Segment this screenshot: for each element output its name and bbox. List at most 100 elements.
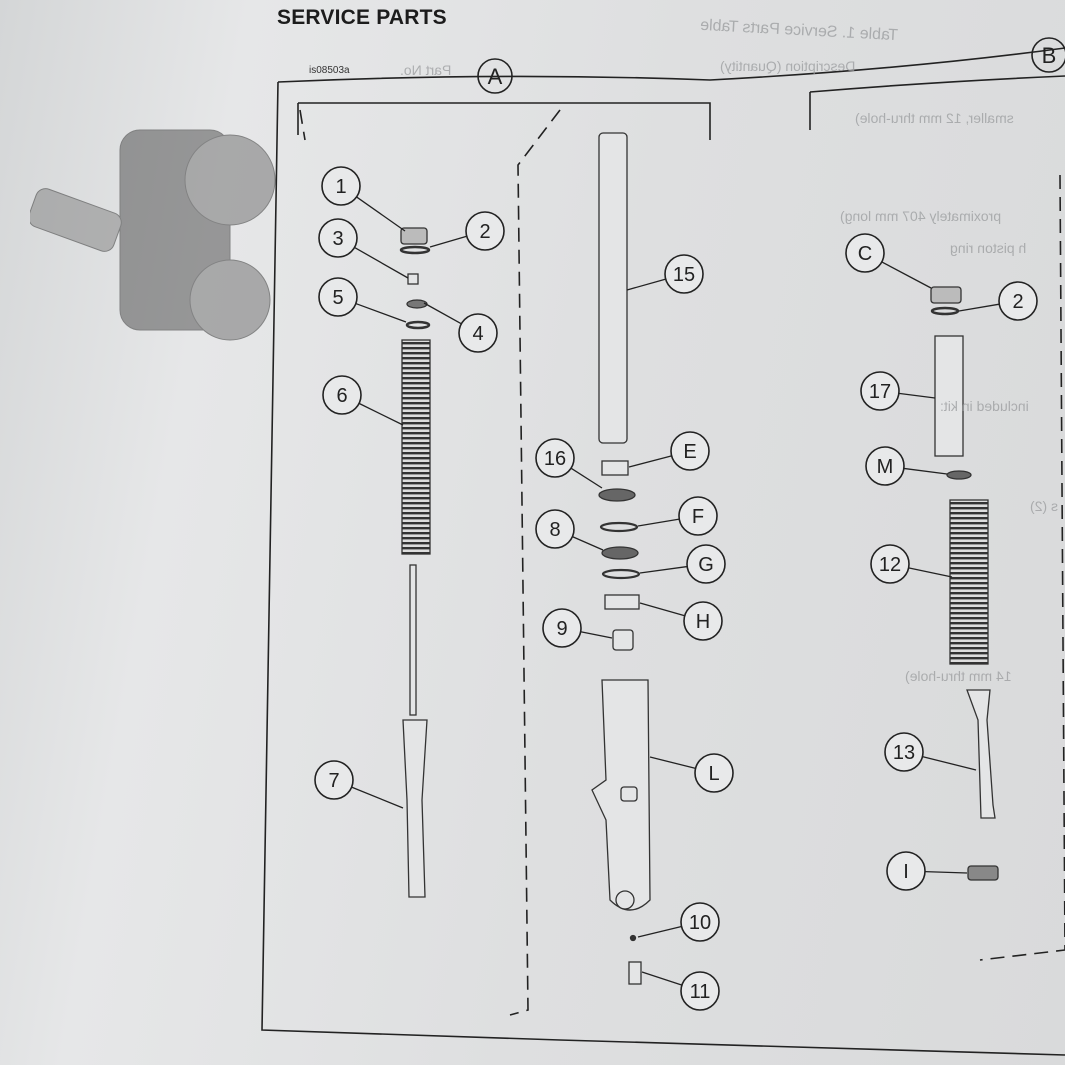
view-b-marker [1031,37,1065,73]
leader-line [626,278,666,291]
leader-line [354,246,409,279]
callout-label: 7 [328,770,339,792]
callout-11: 11 [680,971,720,1011]
leader-line [922,755,977,771]
callout-circle [998,281,1038,321]
callout-circle [680,971,720,1011]
frame-line [261,81,1065,1056]
leader-line [881,261,932,289]
part-11-bolt [628,961,642,985]
part-7-damper-rod [409,564,417,716]
callout-M: M [865,446,905,486]
callout-7: 7 [314,760,354,800]
callout-I: I [886,851,926,891]
callout-circle [670,431,710,471]
callout-circle [860,371,900,411]
page-title: SERVICE PARTS [277,6,447,29]
callout-circle [318,218,358,258]
callout-3: 3 [318,218,358,258]
leader-line [355,302,407,323]
callout-2: 2 [998,281,1038,321]
view-b-bracket [809,75,1065,93]
callout-circle [845,233,885,273]
leader-line [637,518,680,527]
callout-circle [865,446,905,486]
frame-line [277,47,1065,83]
view-a-marker [477,58,513,94]
leader-line [572,536,604,551]
callout-12: 12 [870,544,910,584]
bleed-row: 14 mm thru-hole) [905,668,1012,684]
callout-label: H [696,611,710,633]
figure-id: is08503a [309,65,350,76]
callout-label: 2 [1012,291,1023,313]
part-I [967,865,999,881]
part-C-cap [930,286,962,304]
part-6-spring [401,339,431,555]
callout-1: 1 [321,166,361,206]
callout-C: C [845,233,885,273]
view-a-label: A [488,64,503,89]
callout-circle [322,375,362,415]
leader-line [637,925,682,938]
part-10 [629,934,637,942]
view-b-label: B [1042,43,1057,68]
part-1-cap [400,227,428,245]
callout-17: 17 [860,371,900,411]
callout-label: 12 [879,554,901,576]
callout-label: 1 [335,176,346,198]
leader-line [903,467,948,475]
leader-line [924,870,968,874]
leader-line [358,402,404,426]
callout-F: F [678,496,718,536]
callout-G: G [686,544,726,584]
callout-E: E [670,431,710,471]
callout-label: 5 [332,287,343,309]
callout-6: 6 [322,375,362,415]
part-H [604,594,640,610]
callout-circle [686,544,726,584]
callout-9: 9 [542,608,582,648]
part-12-spring [949,499,989,665]
leader-line [639,602,685,617]
view-a-bracket [298,102,711,140]
callout-10: 10 [680,902,720,942]
bleed-row: s (2) [1030,498,1058,514]
callout-label: C [858,243,872,265]
callout-2: 2 [465,211,505,251]
leader-line [898,392,936,399]
callout-L: L [694,753,734,793]
leader-line [351,786,404,809]
part-M-washer [946,470,972,480]
callout-4: 4 [458,313,498,353]
leader-line [429,235,467,248]
callout-label: 4 [472,323,483,345]
callout-label: G [698,554,714,576]
callout-label: 6 [336,385,347,407]
callout-circle [542,608,582,648]
part-3 [407,273,419,285]
callout-circle [680,902,720,942]
callout-13: 13 [884,732,924,772]
part-15-fork-tube [598,132,628,444]
callout-circle [321,166,361,206]
part-13 [966,689,996,819]
engine-logo-watermark [30,129,276,341]
callout-label: 8 [549,519,560,541]
callout-circle [314,760,354,800]
callout-circle [678,496,718,536]
callout-label: 13 [893,742,915,764]
leader-line [908,567,953,578]
callout-label: E [683,441,696,463]
callout-circle [664,254,704,294]
dashed-line [509,109,561,1016]
callout-circle [886,851,926,891]
leader-line [649,756,696,770]
bleed-col-description: Description (Quantity) [720,58,856,74]
callout-8: 8 [535,509,575,549]
part-17-spacer [934,335,964,457]
part-7-lower [402,719,428,898]
leader-line [628,455,672,468]
callout-label: 10 [689,912,711,934]
